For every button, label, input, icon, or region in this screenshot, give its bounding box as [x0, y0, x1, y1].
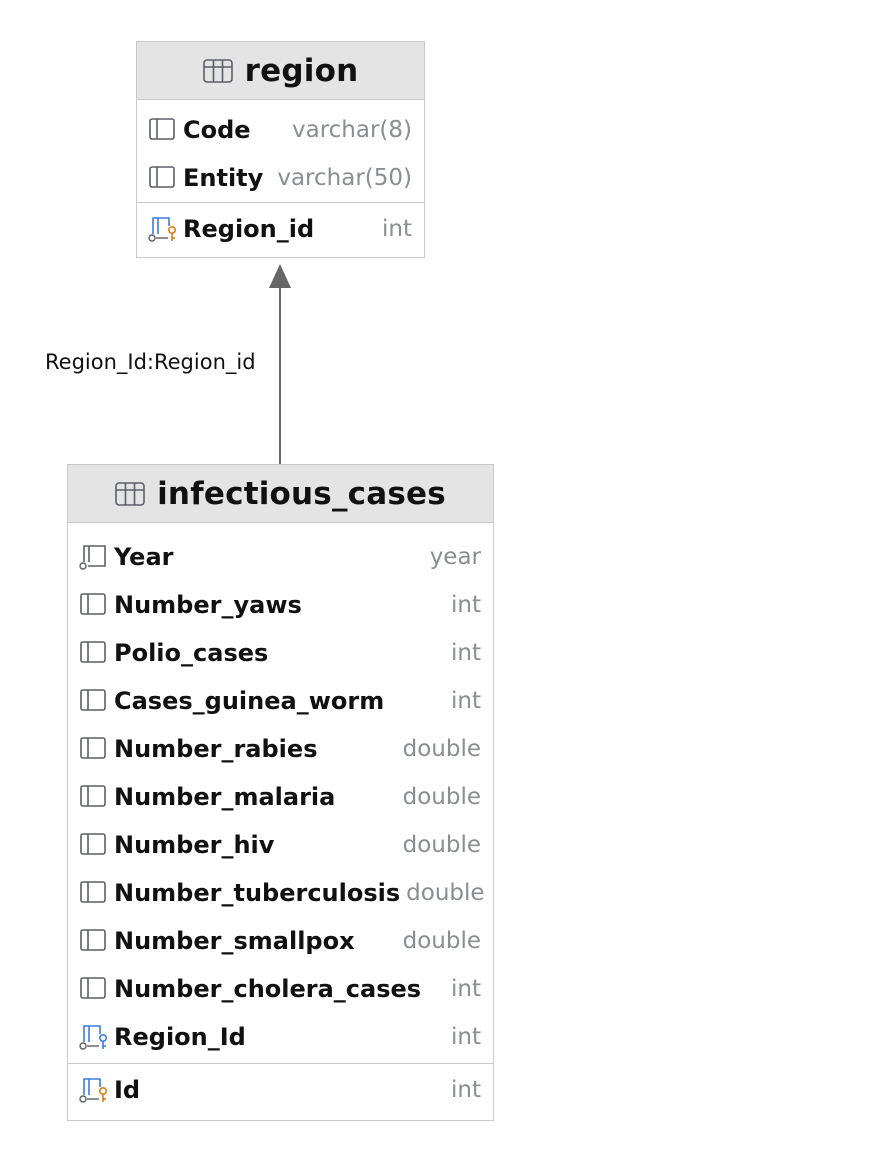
column-type: int	[451, 1024, 481, 1050]
column-icon	[78, 832, 108, 858]
column-name: Id	[114, 1076, 141, 1104]
column-name: Number_yaws	[114, 591, 302, 619]
column-type: varchar(8)	[291, 117, 412, 143]
column-row[interactable]: Number_yaws int	[68, 581, 493, 629]
column-icon	[78, 736, 108, 762]
column-row[interactable]: Entity varchar(50)	[137, 154, 424, 202]
nullable-column-icon	[78, 544, 108, 570]
columns-section: Code varchar(8) Entity varchar(50)	[137, 100, 424, 202]
column-name: Cases_guinea_worm	[114, 687, 385, 715]
column-type: double	[406, 880, 485, 906]
column-row[interactable]: Id int	[68, 1066, 493, 1114]
column-name: Number_tuberculosis	[114, 879, 401, 907]
region-table[interactable]: region Code varchar(8) Entity varchar(50) R…	[136, 41, 425, 258]
column-icon	[78, 592, 108, 618]
column-type: double	[402, 784, 481, 810]
table-icon	[115, 481, 145, 506]
column-name: Number_malaria	[114, 783, 336, 811]
column-type: year	[429, 544, 481, 570]
column-type: int	[451, 976, 481, 1002]
column-row[interactable]: Polio_cases int	[68, 629, 493, 677]
table-header[interactable]: infectious_cases	[68, 465, 493, 523]
column-icon	[78, 928, 108, 954]
table-header[interactable]: region	[137, 42, 424, 100]
primary-key-icon	[78, 1077, 108, 1103]
divider	[68, 1063, 493, 1064]
column-type: int	[382, 216, 412, 242]
column-row[interactable]: Number_malaria double	[68, 773, 493, 821]
column-row[interactable]: Region_id int	[137, 205, 424, 253]
relationship-label: Region_Id:Region_id	[45, 350, 256, 374]
column-name: Number_hiv	[114, 831, 275, 859]
column-row[interactable]: Number_rabies double	[68, 725, 493, 773]
column-icon	[147, 165, 177, 191]
keys-section: Id int	[68, 1064, 493, 1120]
column-name: Number_cholera_cases	[114, 975, 422, 1003]
column-row[interactable]: Number_cholera_cases int	[68, 965, 493, 1013]
keys-section: Region_id int	[137, 203, 424, 257]
table-icon	[202, 58, 233, 83]
column-row[interactable]: Year year	[68, 533, 493, 581]
relationship-line	[269, 264, 291, 464]
column-row[interactable]: Number_hiv double	[68, 821, 493, 869]
column-type: int	[451, 688, 481, 714]
divider	[137, 202, 424, 203]
column-type: int	[451, 1077, 481, 1103]
column-type: double	[402, 928, 481, 954]
column-icon	[147, 117, 177, 143]
column-name: Region_id	[183, 215, 315, 243]
column-row[interactable]: Code varchar(8)	[137, 106, 424, 154]
column-type: int	[451, 592, 481, 618]
column-type: varchar(50)	[277, 165, 412, 191]
column-type: double	[402, 832, 481, 858]
column-row[interactable]: Region_Id int	[68, 1013, 493, 1061]
column-name: Region_Id	[114, 1023, 246, 1051]
column-type: int	[451, 640, 481, 666]
column-name: Number_smallpox	[114, 927, 355, 955]
column-icon	[78, 784, 108, 810]
column-name: Number_rabies	[114, 735, 318, 763]
table-title: infectious_cases	[157, 475, 446, 512]
primary-key-icon	[147, 216, 177, 242]
column-icon	[78, 976, 108, 1002]
column-name: Polio_cases	[114, 639, 269, 667]
column-icon	[78, 880, 108, 906]
column-name: Entity	[183, 164, 264, 192]
column-row[interactable]: Number_smallpox double	[68, 917, 493, 965]
foreign-key-icon	[78, 1024, 108, 1050]
column-name: Year	[114, 543, 174, 571]
column-type: double	[402, 736, 481, 762]
column-name: Code	[183, 116, 251, 144]
table-title: region	[244, 52, 359, 89]
column-row[interactable]: Cases_guinea_worm int	[68, 677, 493, 725]
column-icon	[78, 688, 108, 714]
column-icon	[78, 640, 108, 666]
